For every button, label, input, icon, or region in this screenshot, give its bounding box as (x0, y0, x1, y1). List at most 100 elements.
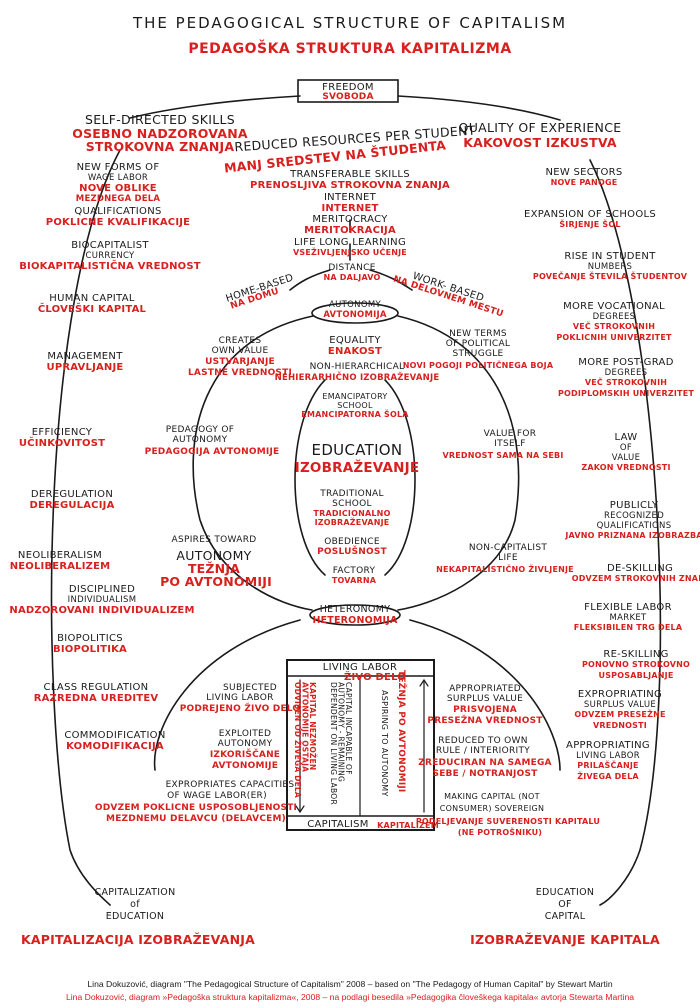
aspires-toward-sl1: Težnja (187, 561, 241, 576)
creates-own-value-1: Creates (218, 336, 262, 346)
appropriated-surplus-sl2: presežna vrednost (427, 716, 543, 726)
equality: Equality (329, 335, 381, 346)
education-circle-left (192, 315, 314, 611)
right-item-7-en1: De-skilling (606, 563, 674, 574)
right-item-1-sl1: Širjenje šol (559, 220, 621, 229)
right-item-3-en1: More vocational (563, 301, 665, 312)
capitalization-3: education (105, 911, 165, 922)
right-item-9-sl2: usposabljanje (598, 671, 674, 680)
left-item-2-en2: currency (85, 251, 135, 261)
right-item-4-en1: More post-grad (578, 357, 674, 368)
quality-of-experience-sl: Kakovost izkustva (463, 135, 617, 150)
self-directed-skills: Self-directed skills (85, 112, 235, 127)
value-for-itself-2: itself (494, 439, 526, 449)
left-item-6-en1: Deregulation (30, 489, 114, 500)
right-item-11-en2: living labor (576, 751, 640, 761)
expropriates-sl1: Odvzem poklicne usposobljenosti (94, 803, 298, 813)
right-item-0-sl1: Nove panoge (550, 178, 618, 187)
right-item-5-en2: of (619, 443, 633, 453)
education-sl: Izobraževanje (294, 460, 420, 476)
capital-incapable-sl: Kapital nezmožen avtonomije ostaja odvis… (293, 682, 317, 798)
outer-left-arc (50, 149, 121, 906)
new-terms-1: New terms (449, 329, 507, 339)
left-item-8-en2: individualism (67, 595, 137, 605)
heteronomy-en: Heteronomy (319, 604, 391, 615)
self-directed-skills-sl2: strokovna znanja (85, 139, 235, 154)
left-item-3-en1: Human capital (49, 293, 135, 304)
expropriates-sl2: mezdnemu delavcu (delavcem) (106, 814, 286, 824)
expropriates-1: Expropriates capacities (165, 780, 295, 790)
left-item-5-en1: Efficiency (31, 427, 93, 438)
right-item-4-en2: degrees (604, 368, 648, 378)
arm-home (289, 269, 331, 291)
right-item-4-sl2: podiplomskih univerzitet (557, 389, 695, 398)
internet-sl: Internet (321, 203, 379, 214)
right-item-6-sl1: Javno priznana izobrazba (565, 531, 700, 540)
aspires-toward-1: Aspires toward (171, 535, 257, 545)
distance-sl: na daljavo (323, 273, 381, 282)
obedience: Obedience (324, 537, 380, 547)
exploited-autonomy-2: autonomy (217, 739, 273, 749)
heteronomy-sl: Heteronomija (312, 615, 398, 626)
equality-sl: Enakost (327, 346, 383, 357)
traditional-sl1: Tradicionalno (313, 509, 391, 518)
traditional-sl2: izobraževanje (314, 518, 390, 527)
pedagogy-of-autonomy-sl: Pedagogija avtonomije (144, 447, 280, 457)
outer-right-arc (589, 159, 662, 906)
right-item-8-en1: Flexible labor (584, 602, 672, 613)
freedom-en: Freedom (322, 82, 374, 93)
meritocracy: Meritocracy (312, 214, 388, 225)
aspires-toward-sl2: po avtonomiji (160, 574, 272, 589)
appropriated-surplus-2: surplus value (446, 694, 524, 704)
left-item-6-sl1: Deregulacija (29, 500, 115, 511)
footer-sl: Lina Dokuzović, diagram »Pedagoška struk… (65, 992, 635, 1002)
right-item-5-en3: value (611, 453, 641, 463)
education-en: Education (311, 441, 403, 459)
distance: Distance (328, 263, 376, 273)
subjected-living-labor-2: living labor (206, 693, 274, 703)
creates-own-value-2: own value (211, 346, 269, 356)
new-terms-2: of political (445, 339, 511, 349)
reduced-to-own-1: Reduced to own (438, 736, 528, 746)
appropriated-surplus-sl1: Prisvojena (453, 705, 517, 715)
making-capital-2: consumer) sovereign (439, 804, 545, 813)
quality-of-experience: Quality of experience (458, 120, 622, 135)
right-item-6-en3: qualifications (596, 521, 672, 531)
pedagogy-of-autonomy-2: autonomy (172, 435, 228, 445)
left-item-1-sl1: Poklicne kvalifikacije (45, 217, 191, 228)
exploited-autonomy-1: Exploited (218, 729, 272, 739)
autonomy-en: Autonomy (329, 300, 381, 310)
non-capitalist-2: life (498, 553, 518, 563)
right-item-10-sl1: Odvzem presežne (574, 710, 666, 719)
emancipatory-sl: Emancipatorna šola (301, 410, 409, 419)
right-item-9-en1: Re-skilling (603, 649, 669, 660)
right-item-2-sl1: Povečanje števila študentov (532, 272, 688, 281)
branch-left (129, 95, 301, 119)
living-labor-sl: Živo delo (344, 672, 406, 683)
left-item-0-en2: wage labor (87, 173, 149, 183)
reduced-to-own-2: rule / interiority (435, 746, 531, 756)
left-item-8-sl1: Nadzorovani individualizem (9, 605, 195, 616)
capital-incapable: Capital incapable of autonomy - remainin… (329, 682, 353, 806)
left-item-2-sl1: Biokapitalistična vrednost (19, 261, 201, 272)
non-hierarchical: Non-hierarchical (309, 362, 405, 372)
left-item-2-en1: Biocapitalist (71, 240, 149, 251)
left-item-5-sl1: Učinkovitost (18, 438, 106, 449)
emancipatory-2: school (337, 401, 373, 410)
lower-right-arc (409, 619, 561, 771)
autonomy-sl: Avtonomija (323, 310, 387, 320)
transferable-skills: Transferable skills (290, 169, 410, 180)
making-capital-sl2: (ne potrošniku) (457, 828, 543, 837)
exploited-autonomy-sl1: Izkoriščane (209, 750, 281, 760)
left-item-0-sl1: Nove oblike (79, 183, 157, 194)
non-hierarchical-sl: Nehierarhično izobraževanje (274, 373, 440, 383)
right-item-0-en1: New sectors (545, 167, 623, 178)
left-item-7-sl1: Neoliberalizem (9, 561, 111, 572)
left-item-10-en1: Class regulation (43, 682, 149, 693)
left-item-3-sl1: Človeški kapital (37, 304, 147, 315)
capitalization-sl: Kapitalizacija izobraževanja (21, 932, 255, 947)
life-long-learning: Life long learning (293, 237, 407, 248)
new-terms-sl: Novi pogoji političnega boja (402, 361, 554, 370)
life-long-learning-sl: Vseživljenjsko učenje (293, 248, 407, 257)
